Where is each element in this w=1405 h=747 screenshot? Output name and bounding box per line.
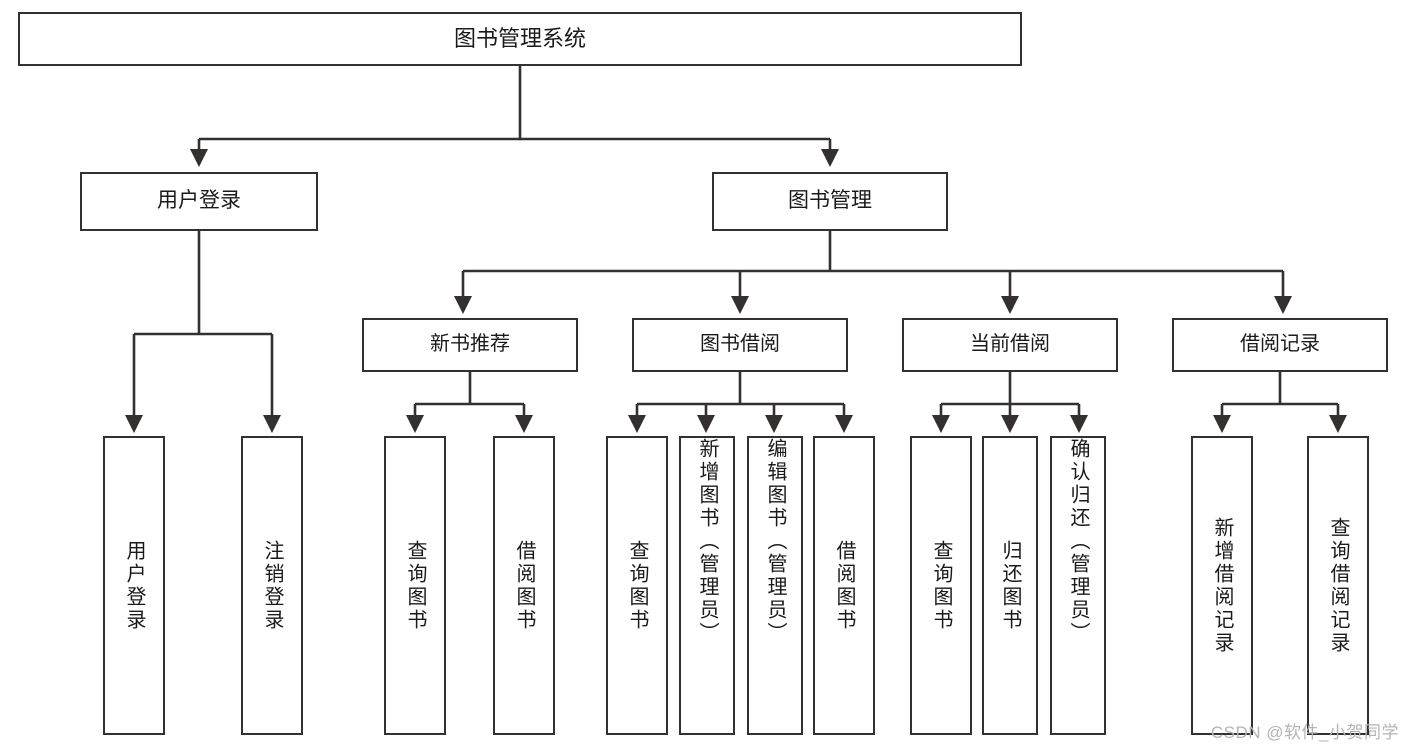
leaf-borrow-record-add-record[interactable]: 新增借阅记录 — [1191, 436, 1253, 735]
node-new-book-recommendation[interactable]: 新书推荐 — [362, 318, 578, 372]
node-label: 查询图书 — [626, 539, 648, 632]
node-label: 确认归还（管理员） — [1067, 438, 1089, 645]
node-book-borrow[interactable]: 图书借阅 — [632, 318, 848, 372]
node-label: 新书推荐 — [430, 333, 510, 356]
leaf-book-borrow-edit-book-admin[interactable]: 编辑图书（管理员） — [747, 436, 803, 735]
node-book-management-system[interactable]: 图书管理系统 — [18, 12, 1022, 66]
node-label: 用户登录 — [157, 189, 241, 213]
leaf-new-book-borrow-books[interactable]: 借阅图书 — [493, 436, 555, 735]
node-label: 查询借阅记录 — [1327, 516, 1349, 655]
node-label: 用户登录 — [123, 539, 145, 632]
node-label: 借阅图书 — [833, 539, 855, 632]
leaf-user-login-signin[interactable]: 用户登录 — [103, 436, 165, 735]
csdn-watermark: CSDN @软件_小贺同学 — [1210, 723, 1399, 742]
leaf-current-borrow-confirm-return-admin[interactable]: 确认归还（管理员） — [1050, 436, 1106, 735]
leaf-new-book-query-books[interactable]: 查询图书 — [384, 436, 446, 735]
node-label: 注销登录 — [261, 539, 283, 632]
node-book-management[interactable]: 图书管理 — [712, 172, 948, 231]
node-label: 归还图书 — [999, 539, 1021, 632]
node-label: 当前借阅 — [970, 333, 1050, 356]
node-user-login[interactable]: 用户登录 — [80, 172, 318, 231]
leaf-current-borrow-return-books[interactable]: 归还图书 — [982, 436, 1038, 735]
node-label: 借阅记录 — [1240, 333, 1320, 356]
node-label: 编辑图书（管理员） — [764, 438, 786, 645]
leaf-book-borrow-borrow-books[interactable]: 借阅图书 — [813, 436, 875, 735]
node-label: 图书借阅 — [700, 333, 780, 356]
leaf-user-login-signout[interactable]: 注销登录 — [241, 436, 303, 735]
node-label: 查询图书 — [930, 539, 952, 632]
node-label: 图书管理 — [788, 189, 872, 213]
node-label: 查询图书 — [404, 539, 426, 632]
node-borrow-record[interactable]: 借阅记录 — [1172, 318, 1388, 372]
node-label: 新增借阅记录 — [1211, 516, 1233, 655]
node-current-borrow[interactable]: 当前借阅 — [902, 318, 1118, 372]
node-label: 借阅图书 — [513, 539, 535, 632]
node-label: 图书管理系统 — [453, 26, 586, 52]
leaf-current-borrow-query-books[interactable]: 查询图书 — [910, 436, 972, 735]
node-label: 新增图书（管理员） — [696, 438, 718, 645]
leaf-book-borrow-query-books[interactable]: 查询图书 — [606, 436, 668, 735]
leaf-borrow-record-query-record[interactable]: 查询借阅记录 — [1307, 436, 1369, 735]
leaf-book-borrow-add-book-admin[interactable]: 新增图书（管理员） — [679, 436, 735, 735]
